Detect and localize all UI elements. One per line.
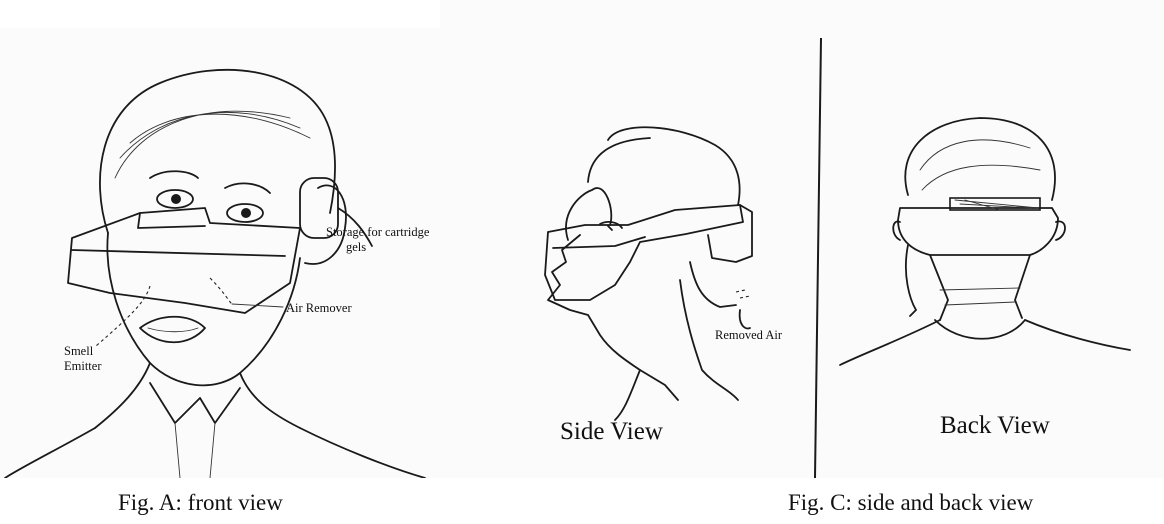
storage-annotation-line2: gels <box>346 240 366 254</box>
side-back-view-sketch <box>440 0 1164 478</box>
storage-annotation-line1: Storage for cartridge <box>326 225 429 239</box>
figure-c-caption: Fig. C: side and back view <box>788 490 1033 516</box>
front-view-panel: Storage for cartridge gels Air Remover S… <box>0 28 440 478</box>
air-remover-annotation: Air Remover <box>286 301 352 315</box>
side-view-label: Side View <box>560 418 663 446</box>
side-back-view-panel: Removed Air Side View Back View <box>440 0 1164 478</box>
smell-emitter-annotation-line1: Smell <box>64 344 93 358</box>
removed-air-annotation: Removed Air <box>715 328 782 342</box>
front-view-sketch <box>0 28 440 478</box>
back-view-label: Back View <box>940 412 1050 440</box>
figure-a-caption: Fig. A: front view <box>118 490 283 516</box>
smell-emitter-annotation-line2: Emitter <box>64 359 102 373</box>
